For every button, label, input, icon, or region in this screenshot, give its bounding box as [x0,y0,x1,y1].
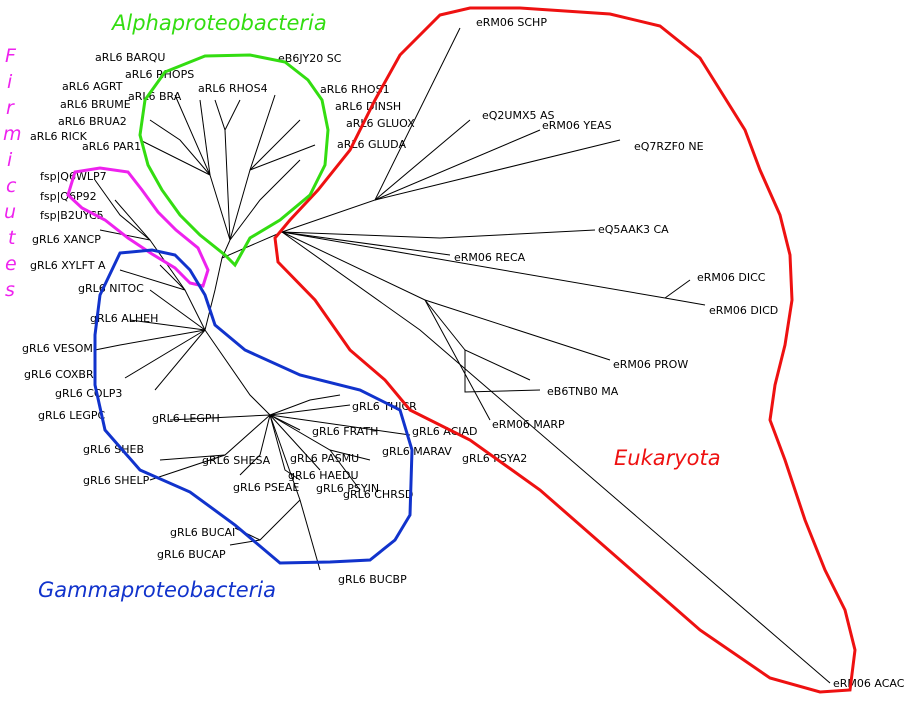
leaf-label: eRM06 YEAS [542,119,612,132]
leaf-label: gRL6 HAEDU [288,469,359,482]
gamma-leaf-labels: gRL6 XANCP gRL6 XYLFT A gRL6 NITOC gRL6 … [22,233,527,586]
leaf-label: gRL6 COXBR [24,368,94,381]
alpha-outline [138,53,330,268]
leaf-label: gRL6 MARAV [382,445,452,458]
eukaryota-leaf-labels: eRM06 SCHP eQ2UMX5 AS eRM06 YEAS eQ7RZF0… [454,16,905,690]
firmicutes-outline [66,166,210,288]
leaf-label: eQ5AAK3 CA [598,223,669,236]
leaf-label: gRL6 XANCP [32,233,101,246]
leaf-label: aRL6 RHOPS [125,68,194,81]
tree-branches [94,27,831,684]
leaf-label: aRL6 BRUME [60,98,131,111]
leaf-label: gRL6 NITOC [78,282,144,295]
firmicutes-letter: m [3,123,22,145]
leaf-label: gRL6 BUCBP [338,573,407,586]
leaf-label: gRL6 SHEB [83,443,144,456]
leaf-label: eRM06 RECA [454,251,526,264]
alpha-leaf-labels: aRL6 BARQU aRL6 RHOPS aRL6 BRA aRL6 RHOS… [30,51,415,153]
firmicutes-letter: e [5,253,17,275]
leaf-label: eB6JY20 SC [278,52,342,65]
leaf-label: eB6TNB0 MA [547,385,619,398]
firmicutes-letter: s [5,279,15,301]
leaf-label: gRL6 LEGPC [38,409,105,422]
firmicutes-letter: F [5,45,17,67]
leaf-label: aRL6 RHOS1 [320,83,390,96]
leaf-label: gRL6 BUCAI [170,526,235,539]
leaf-label: eQ7RZF0 NE [634,140,704,153]
leaf-label: aRL6 BRUA2 [58,115,127,128]
gamma-outline [93,248,414,565]
leaf-label: aRL6 GLUDA [337,138,406,151]
leaf-label: gRL6 BUCAP [157,548,226,561]
leaf-label: eRM06 PROW [613,358,688,371]
firmicutes-group-label: F i r m i c u t e s [3,45,22,301]
alpha-group-label: Alphaproteobacteria [110,11,327,35]
eukaryota-group-label: Eukaryota [614,446,721,470]
leaf-label: gRL6 COLP3 [55,387,122,400]
leaf-label: aRL6 RICK [30,130,88,143]
leaf-label: aRL6 DINSH [335,100,401,113]
gamma-group-label: Gammaproteobacteria [38,578,276,602]
firmicutes-letter: r [6,97,15,119]
leaf-label: aRL6 BRA [128,90,182,103]
leaf-label: gRL6 XYLFT A [30,259,106,272]
leaf-label: aRL6 BARQU [95,51,165,64]
leaf-label: gRL6 PASMU [290,452,359,465]
firmicutes-letter: i [7,149,13,171]
leaf-label: gRL6 VESOM [22,342,93,355]
leaf-label: gRL6 SHELP [83,474,150,487]
leaf-label: gRL6 ALHEH [90,312,158,325]
leaf-label: aRL6 GLUOX [346,117,415,130]
leaf-label: eRM06 MARP [492,418,565,431]
firmicutes-letter: i [7,71,13,93]
leaf-label: aRL6 RHOS4 [198,82,268,95]
leaf-label: aRL6 PAR1 [82,140,141,153]
leaf-label: aRL6 AGRT [62,80,123,93]
leaf-label: eRM06 DICD [709,304,778,317]
leaf-label: eRM06 SCHP [476,16,547,29]
leaf-label: eQ2UMX5 AS [482,109,555,122]
leaf-label: eRM06 ACAC [833,677,905,690]
firmicutes-letter: u [4,201,16,223]
leaf-label: gRL6 PSEAE [233,481,299,494]
leaf-label: gRL6 FRATH [312,425,378,438]
leaf-label: eRM06 DICC [697,271,766,284]
firmicutes-letter: c [6,175,17,197]
leaf-label: gRL6 PSYIN [316,482,379,495]
leaf-label: gRL6 LEGPH [152,412,220,425]
leaf-label: gRL6 SHESA [202,454,271,467]
eukaryota-outline [273,6,857,694]
leaf-label: gRL6 CHRSD [343,488,413,501]
firmicutes-letter: t [8,227,17,249]
